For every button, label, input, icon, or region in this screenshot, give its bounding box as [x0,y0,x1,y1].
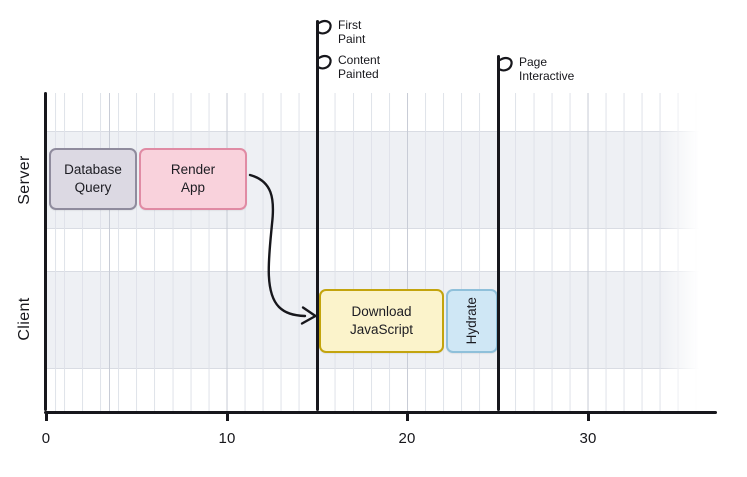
milestone-label-page-interactive: Page Interactive [519,55,575,83]
task-label-line: App [180,180,206,195]
task-label-line: Database [64,162,122,178]
milestone-label-first-paint: First Paint [338,18,366,46]
task-label-line: Download [351,304,412,320]
interactive-milestone-line [497,55,500,411]
page-interactive-flag-icon [498,56,513,72]
gridlines [47,93,706,411]
task-label-line: Render [170,162,216,178]
task-render-app: Render App [139,148,247,210]
x-tick [45,414,48,421]
x-tick-label: 0 [41,430,51,447]
x-tick [406,414,409,421]
milestone-label-content-painted: Content Painted [338,53,381,81]
x-tick-label: 20 [398,430,416,447]
x-axis-line [44,411,717,414]
task-label-line: Query [74,180,112,195]
paint-milestone-line [316,20,319,411]
task-database-query: Database Query [49,148,137,210]
task-hydrate: Hydrate [446,289,498,353]
task-download-javascript: Download JavaScript [319,289,444,353]
lane-label-server: Server [16,155,33,205]
first-paint-flag-icon [317,19,332,35]
content-painted-flag-icon [317,54,332,70]
x-tick-label: 10 [218,430,236,447]
x-tick-label: 30 [579,430,597,447]
lane-label-client: Client [16,297,33,341]
x-tick [226,414,229,421]
x-tick [587,414,590,421]
plot-right-fade [660,93,708,411]
y-axis-line [44,92,47,411]
task-label-line: JavaScript [349,322,414,337]
task-label-line: Hydrate [464,297,480,345]
